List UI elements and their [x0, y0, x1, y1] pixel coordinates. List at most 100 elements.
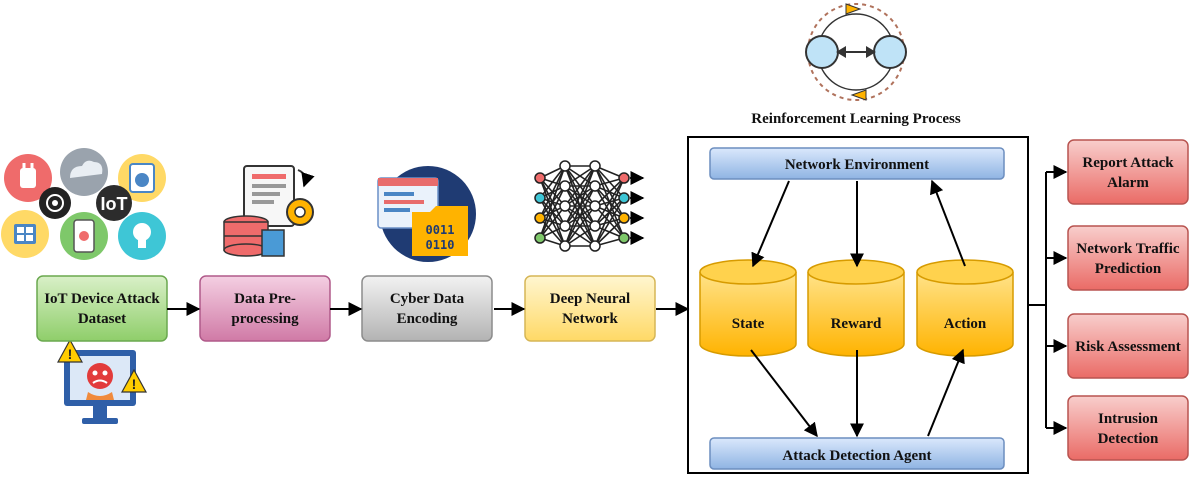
pipeline-box-label-line: Deep Neural	[550, 291, 630, 307]
pipeline-box-shape	[524, 275, 656, 342]
cylinder-top	[916, 259, 1014, 285]
nn-node	[559, 220, 571, 232]
pipeline-box-shape	[199, 275, 331, 342]
nn-node	[618, 232, 630, 244]
encoding-folder-icon: 0011 0110	[377, 166, 476, 262]
svg-text:IoT: IoT	[101, 194, 128, 214]
data-processing-icon	[223, 165, 315, 257]
pipeline-box-shape	[361, 275, 493, 342]
nn-edge	[564, 205, 596, 247]
nn-node	[618, 192, 630, 204]
nn-edge	[539, 165, 566, 219]
nn-edge	[564, 165, 596, 207]
attack-monitor-icon: ! !	[56, 338, 148, 424]
cylinder-top	[699, 259, 797, 285]
svg-text:0011: 0011	[426, 223, 455, 237]
rl-title: Reinforcement Learning Process	[751, 111, 961, 127]
cylinder-state: State	[699, 259, 797, 357]
output-arrows	[1028, 165, 1068, 435]
nn-edge	[594, 177, 625, 207]
network-environment-label: Network Environment	[785, 157, 929, 173]
output-box-label-line: Report Attack	[1082, 155, 1174, 171]
output-box-label: Risk Assessment	[1075, 339, 1180, 355]
nn-node	[559, 200, 571, 212]
neural-network-icon	[534, 160, 645, 252]
output-box-label-line: Intrusion	[1098, 411, 1159, 427]
nn-edge	[564, 165, 596, 227]
cylinder-body	[699, 272, 797, 357]
nn-edge	[594, 177, 625, 247]
pipeline-box-prep: Data Pre-processing	[199, 275, 331, 342]
nn-edge	[539, 185, 566, 239]
iot-devices-icon: IoT	[1, 148, 166, 260]
attack-detection-agent-label: Attack Detection Agent	[782, 448, 931, 464]
output-box-shape	[1067, 225, 1189, 291]
attack-detection-agent-bar	[709, 437, 1005, 470]
pipeline-box-shape	[36, 275, 168, 342]
nn-node	[534, 232, 546, 244]
nn-node	[589, 180, 601, 192]
pipeline-box-label-line: Data Pre-	[234, 291, 296, 307]
pipeline-box-label-line: Dataset	[78, 311, 126, 327]
nn-node	[534, 192, 546, 204]
cylinder-label: State	[732, 316, 765, 332]
nn-node	[559, 180, 571, 192]
pipeline-box-label-line: Encoding	[397, 311, 458, 327]
nn-edge	[564, 225, 596, 247]
svg-text:!: !	[132, 376, 137, 392]
svg-text:0110: 0110	[426, 238, 455, 252]
cylinder-label: Action	[944, 316, 987, 332]
nn-node	[618, 212, 630, 224]
output-box-label-line: Risk Assessment	[1075, 339, 1180, 355]
pipeline-box-label: Data Pre-processing	[231, 291, 299, 327]
output-box-label-line: Detection	[1098, 431, 1159, 447]
nn-node	[589, 200, 601, 212]
nn-edge	[564, 165, 596, 247]
cylinder-body	[916, 272, 1014, 357]
pipeline-box-label-line: Network	[562, 311, 618, 327]
nn-node	[618, 172, 630, 184]
output-box-label-line: Alarm	[1107, 175, 1149, 191]
svg-text:!: !	[68, 346, 73, 362]
nn-edge	[594, 177, 625, 227]
cylinder-label: Reward	[831, 316, 882, 332]
nn-node	[534, 212, 546, 224]
pipeline-box-label-line: processing	[231, 311, 299, 327]
cylinder-reward: Reward	[807, 259, 905, 357]
nn-edge	[564, 185, 596, 247]
pipeline-box-label-line: IoT Device Attack	[44, 291, 160, 307]
output-box-label-line: Prediction	[1095, 261, 1162, 277]
nn-edge	[539, 165, 566, 199]
output-box: Risk Assessment	[1067, 313, 1189, 379]
nn-node	[589, 220, 601, 232]
nn-edge	[539, 165, 566, 239]
nn-node	[559, 160, 571, 172]
nn-edge	[594, 197, 625, 247]
output-box-shape	[1067, 139, 1189, 205]
nn-node	[559, 240, 571, 252]
output-box-shape	[1067, 395, 1189, 461]
nn-node	[534, 172, 546, 184]
nn-node	[589, 160, 601, 172]
output-box-shape	[1067, 313, 1189, 379]
nn-edge	[564, 165, 596, 187]
output-box-label-line: Network Traffic	[1076, 241, 1180, 257]
rl-arrows	[750, 179, 966, 438]
rl-cycle-icon	[805, 3, 907, 101]
cylinder-action: Action	[916, 259, 1014, 357]
nn-edge	[539, 205, 566, 239]
nn-edge	[594, 217, 625, 247]
